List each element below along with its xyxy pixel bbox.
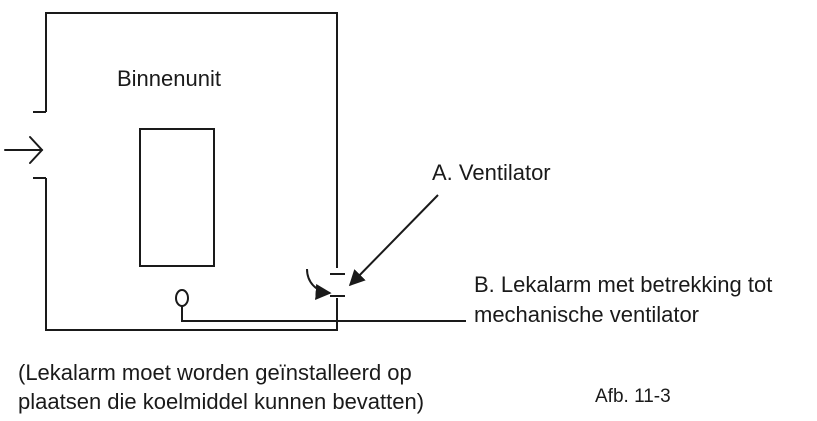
figure-number: Afb. 11-3 (595, 386, 671, 407)
inlet-opening (33, 111, 46, 179)
room-outline (45, 12, 338, 331)
right-arrow-icon (4, 136, 44, 164)
curved-arrow-icon (306, 268, 332, 300)
leak-sensor-symbol (175, 289, 189, 307)
installation-note-line2: plaatsen die koelmiddel kunnen bevatten) (18, 389, 425, 414)
installation-note: (Lekalarm moet worden geïnstalleerd op p… (18, 358, 424, 416)
pointer-arrow-icon (348, 194, 439, 287)
leak-alarm-label-line2: mechanische ventilator (474, 302, 700, 327)
leak-alarm-label: B. Lekalarm met betrekking tot mechanisc… (474, 270, 772, 330)
leak-alarm-label-line1: B. Lekalarm met betrekking tot (474, 272, 773, 297)
installation-note-line1: (Lekalarm moet worden geïnstalleerd op (18, 360, 412, 385)
indoor-unit-label: Binnenunit (117, 66, 221, 91)
alarm-connection-line (181, 306, 466, 322)
indoor-unit-box (139, 128, 215, 267)
fan-label: A. Ventilator (432, 160, 551, 185)
fan-symbol (330, 273, 345, 297)
